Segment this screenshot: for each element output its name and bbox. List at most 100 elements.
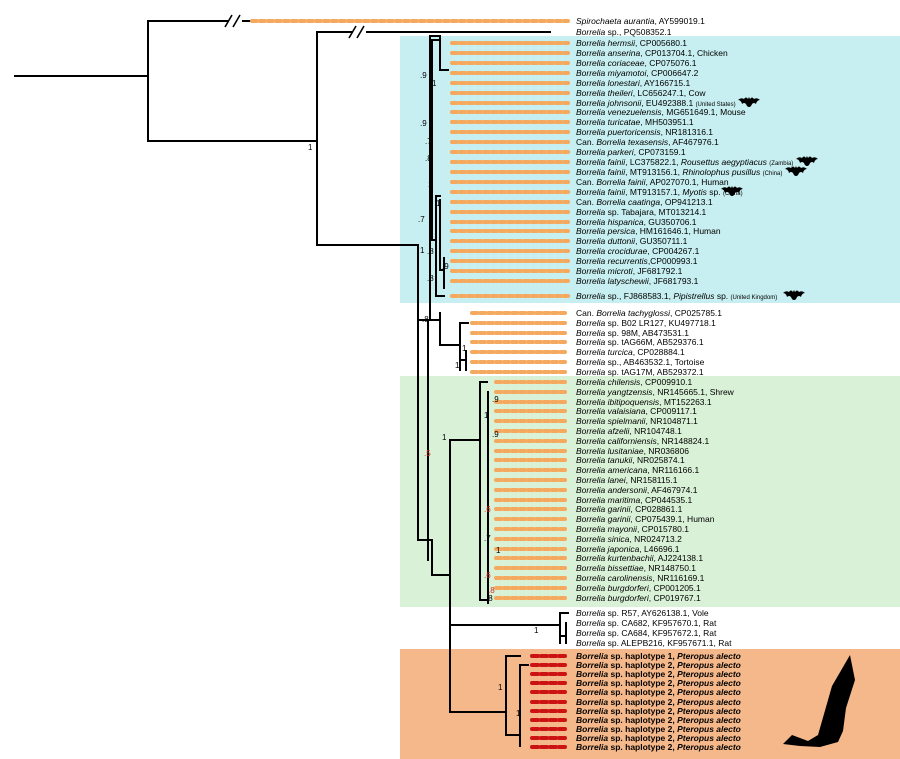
leaf-label: Borrelia duttonii, GU350711.1 xyxy=(576,236,688,246)
leaf-label: Borrelia tanukii, NR025874.1 xyxy=(576,455,685,465)
leaf-label: Borrelia sp. R57, AY626138.1, Vole xyxy=(576,608,709,618)
leaf-label: Borrelia turicatae, MH503951.1 xyxy=(576,117,694,127)
leaf-label: Borrelia garinii, CP028861.1 xyxy=(576,504,683,514)
support-value: 1 xyxy=(420,246,425,255)
leaf-label: Borrelia sp. haplotype 2, Pteropus alect… xyxy=(576,678,741,688)
leaf-label: Borrelia sp. 98M, AB473531.1 xyxy=(576,328,689,338)
leaf-label: Borrelia sp., AB463532.1, Tortoise xyxy=(576,357,705,367)
leaf-label: Borrelia sp. haplotype 2, Pteropus alect… xyxy=(576,697,741,707)
support-value: .8 xyxy=(427,274,434,283)
leaf-label: Can. Borrelia texasensis, AF467976.1 xyxy=(576,137,719,147)
leaf-label: Borrelia hispanica, GU350706.1 xyxy=(576,217,697,227)
leaf-label: Borrelia sp. tAG17M, AB529372.1 xyxy=(576,367,704,377)
clade-highlights xyxy=(400,36,900,759)
leaf-label: Borrelia bissettiae, NR148750.1 xyxy=(576,563,696,573)
flying-fox-icon xyxy=(783,655,855,747)
leaf-label: Borrelia sp. CA684, KF957672.1, Rat xyxy=(576,628,717,638)
support-value: .9 xyxy=(420,119,427,128)
support-value: .9 xyxy=(492,430,499,439)
support-value: .8 xyxy=(427,247,434,256)
leaf-label: Borrelia sp. haplotype 2, Pteropus alect… xyxy=(576,687,741,697)
leaf-label: Borrelia carolinensis, NR116169.1 xyxy=(576,573,705,583)
leaf-label: Borrelia sp. CA682, KF957670.1, Rat xyxy=(576,618,717,628)
leaf-label: Borrelia coriaceae, CP075076.1 xyxy=(576,58,697,68)
highlight-relapsing-fever-clade xyxy=(400,36,900,303)
bat-icon xyxy=(785,166,807,176)
leaf-label: Borrelia mayonii, CP015780.1 xyxy=(576,524,689,534)
support-value: .8 xyxy=(488,586,495,595)
leaf-label: Borrelia recurrentis,CP000993.1 xyxy=(576,256,698,266)
leaf-label: Borrelia sp. haplotype 2, Pteropus alect… xyxy=(576,733,741,743)
leaf-label: Borrelia sp. haplotype 2, Pteropus alect… xyxy=(576,715,741,725)
leaf-label: Borrelia lusitaniae, NR036806 xyxy=(576,446,689,456)
bat-icon xyxy=(738,97,760,107)
branch-break-mark xyxy=(348,25,357,39)
leaf-label: Borrelia parkeri, CP073159.1 xyxy=(576,147,686,157)
leaf-label: Borrelia yangtzensis, NR145665.1, Shrew xyxy=(576,387,735,397)
leaf-label: Borrelia sp. haplotype 2, Pteropus alect… xyxy=(576,724,741,734)
leaf-label: Borrelia maritima, CP044535.1 xyxy=(576,495,693,505)
support-value: .7 xyxy=(425,137,432,146)
support-value: 1 xyxy=(516,709,521,718)
leaf-label: Borrelia sp. haplotype 2, Pteropus alect… xyxy=(576,669,741,679)
leaf-label: Borrelia ibitipoquensis, MT152263.1 xyxy=(576,397,712,407)
leaf-label: Borrelia microti, JF681792.1 xyxy=(576,266,683,276)
support-value: .8 xyxy=(422,315,429,324)
leaf-label: Borrelia sp. B02 LR127, KU497718.1 xyxy=(576,318,716,328)
leaf-label: Borrelia burgdorferi, CP001205.1 xyxy=(576,583,701,593)
branch-break-mark xyxy=(356,25,365,39)
support-value: .8 xyxy=(425,154,432,163)
support-value: 1 xyxy=(462,344,467,353)
leaf-label: Borrelia sp. haplotype 1, Pteropus alect… xyxy=(576,651,741,661)
leaf-label: Borrelia persica, HM161646.1, Human xyxy=(576,226,721,236)
leaf-label: Borrelia japonica, L46696.1 xyxy=(576,544,680,554)
leaf-label: Borrelia lonestari, AY166715.1 xyxy=(576,78,690,88)
leaf-label: Borrelia burgdorferi, CP019767.1 xyxy=(576,593,701,603)
leaf-label: Borrelia spielmanii, NR104871.1 xyxy=(576,416,698,426)
support-value: 1 xyxy=(496,546,501,555)
support-value: 1 xyxy=(436,199,441,208)
support-value: 1 xyxy=(534,626,539,635)
support-value: .7 xyxy=(418,215,425,224)
leaf-label: Borrelia sp. haplotype 2, Pteropus alect… xyxy=(576,660,741,670)
support-value: 1 xyxy=(308,143,313,152)
support-value: .5 xyxy=(424,449,431,458)
leaf-label: Borrelia puertoricensis, NR181316.1 xyxy=(576,127,713,137)
leaf-label: Borrelia chilensis, CP009910.1 xyxy=(576,377,693,387)
support-values: 1.91.9.7.81.71.8.9.81.811.51.91.9.6.71.6… xyxy=(308,71,539,718)
leaf-label: Borrelia sp. haplotype 2, Pteropus alect… xyxy=(576,706,741,716)
support-value: 1 xyxy=(498,683,503,692)
leaf-label: Borrelia fainii, MT913156.1, Rhinolophus… xyxy=(576,167,782,177)
leaf-label: Borrelia sp., FJ868583.1, Pipistrellus s… xyxy=(576,291,777,301)
bat-icon xyxy=(796,156,818,166)
bat-icon xyxy=(783,290,805,300)
leaf-label: Borrelia lanei, NR158115.1 xyxy=(576,475,678,485)
leaf-labels: Spirochaeta aurantia, AY599019.1Borrelia… xyxy=(576,16,793,752)
leaf-label: Borrelia sp. Tabajara, MT013214.1 xyxy=(576,207,707,217)
leaf-label: Borrelia theileri, LC656247.1, Cow xyxy=(576,88,706,98)
leaf-label: Borrelia anserina, CP013704.1, Chicken xyxy=(576,48,728,58)
leaf-label: Borrelia crocidurae, CP004267.1 xyxy=(576,246,700,256)
leaf-label: Borrelia valaisiana, CP009117.1 xyxy=(576,406,697,416)
leaf-label: Can. Borrelia tachyglossi, CP025785.1 xyxy=(576,308,722,318)
leaf-label: Can. Borrelia fainii, AP027070.1, Human xyxy=(576,177,729,187)
leaf-label: Borrelia kurtenbachii, AJ224138.1 xyxy=(576,553,703,563)
leaf-label: Borrelia turcica, CP028884.1 xyxy=(576,347,685,357)
leaf-label: Borrelia americana, NR116166.1 xyxy=(576,465,699,475)
leaf-label: Borrelia sinica, NR024713.2 xyxy=(576,534,682,544)
support-value: 1 xyxy=(484,411,489,420)
branch-break-mark xyxy=(232,14,241,28)
highlight-lyme-clade xyxy=(400,376,900,607)
leaf-label: Borrelia fainii, MT913157.1, Myotis sp. … xyxy=(576,187,743,197)
support-value: .6 xyxy=(484,505,491,514)
branch-break-mark xyxy=(224,14,233,28)
support-value: .9 xyxy=(492,395,499,404)
bat-icons xyxy=(721,97,855,747)
leaf-label: Borrelia californiensis, NR148824.1 xyxy=(576,436,710,446)
leaf-label: Borrelia miyamotoi, CP006647.2 xyxy=(576,68,699,78)
support-value: 1 xyxy=(455,361,460,370)
leaf-label: Can. Borrelia caatinga, OP941213.1 xyxy=(576,197,713,207)
leaf-label: Borrelia johnsonii, EU492388.1 (United S… xyxy=(576,98,736,108)
